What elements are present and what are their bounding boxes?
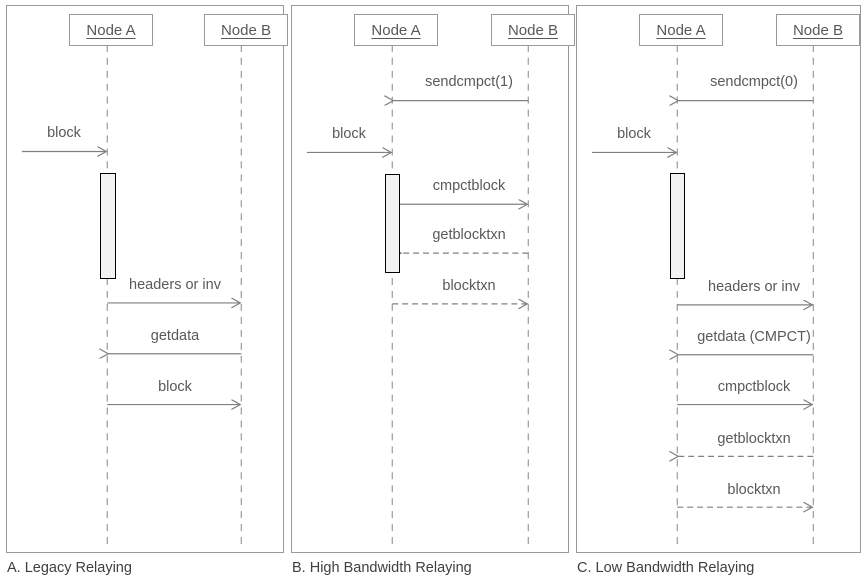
panel-low-bandwidth-relaying: Node A Node B sendcmpct(0) block headers… [576, 5, 861, 553]
message-label-getdata: getdata [150, 328, 200, 344]
participant-node-a: Node A [354, 14, 438, 46]
message-label-blocktxn: blocktxn [442, 278, 496, 294]
message-label-getblocktxn: getblocktxn [432, 227, 506, 243]
message-label-getblocktxn: getblocktxn [717, 431, 791, 447]
message-label-headers-or-inv: headers or inv [708, 279, 800, 295]
participant-node-b-label: Node B [220, 21, 272, 39]
caption-panel-b: B. High Bandwidth Relaying [292, 560, 472, 576]
message-label-cmpctblock: cmpctblock [432, 178, 506, 194]
message-label-sendcmpct: sendcmpct(0) [710, 74, 798, 90]
participant-node-a-label: Node A [86, 21, 136, 39]
message-label-blocktxn: blocktxn [727, 482, 781, 498]
message-label-getdata-cmpct: getdata (CMPCT) [697, 329, 811, 345]
activation-bar-node-a [100, 173, 116, 279]
participant-node-a-label: Node A [656, 21, 706, 39]
message-label-block-in: block [332, 126, 366, 142]
panel-legacy-relaying: Node A Node B block headers or inv getda… [6, 5, 288, 553]
message-label-cmpctblock: cmpctblock [717, 379, 791, 395]
caption-panel-a: A. Legacy Relaying [7, 560, 132, 576]
participant-node-b: Node B [491, 14, 575, 46]
message-label-headers-or-inv: headers or inv [129, 277, 221, 293]
activation-bar-node-a [385, 174, 400, 273]
activation-bar-node-a [670, 173, 685, 279]
panel-high-bandwidth-relaying: Node A Node B sendcmpct(1) block cmpctbl… [291, 5, 575, 553]
caption-panel-c: C. Low Bandwidth Relaying [577, 560, 755, 576]
participant-node-a-label: Node A [371, 21, 421, 39]
participant-node-a: Node A [69, 14, 153, 46]
participant-node-b: Node B [776, 14, 860, 46]
panel-b-canvas [306, 44, 529, 545]
participant-node-b-label: Node B [792, 21, 844, 39]
participant-node-b: Node B [204, 14, 288, 46]
participant-node-b-label: Node B [507, 21, 559, 39]
message-label-block-out: block [158, 379, 192, 395]
message-label-block-in: block [617, 126, 651, 142]
message-label-sendcmpct: sendcmpct(1) [425, 74, 513, 90]
participant-node-a: Node A [639, 14, 723, 46]
message-label-block-in: block [47, 125, 81, 141]
panel-c-canvas [591, 44, 814, 545]
panel-a-canvas [21, 44, 242, 545]
